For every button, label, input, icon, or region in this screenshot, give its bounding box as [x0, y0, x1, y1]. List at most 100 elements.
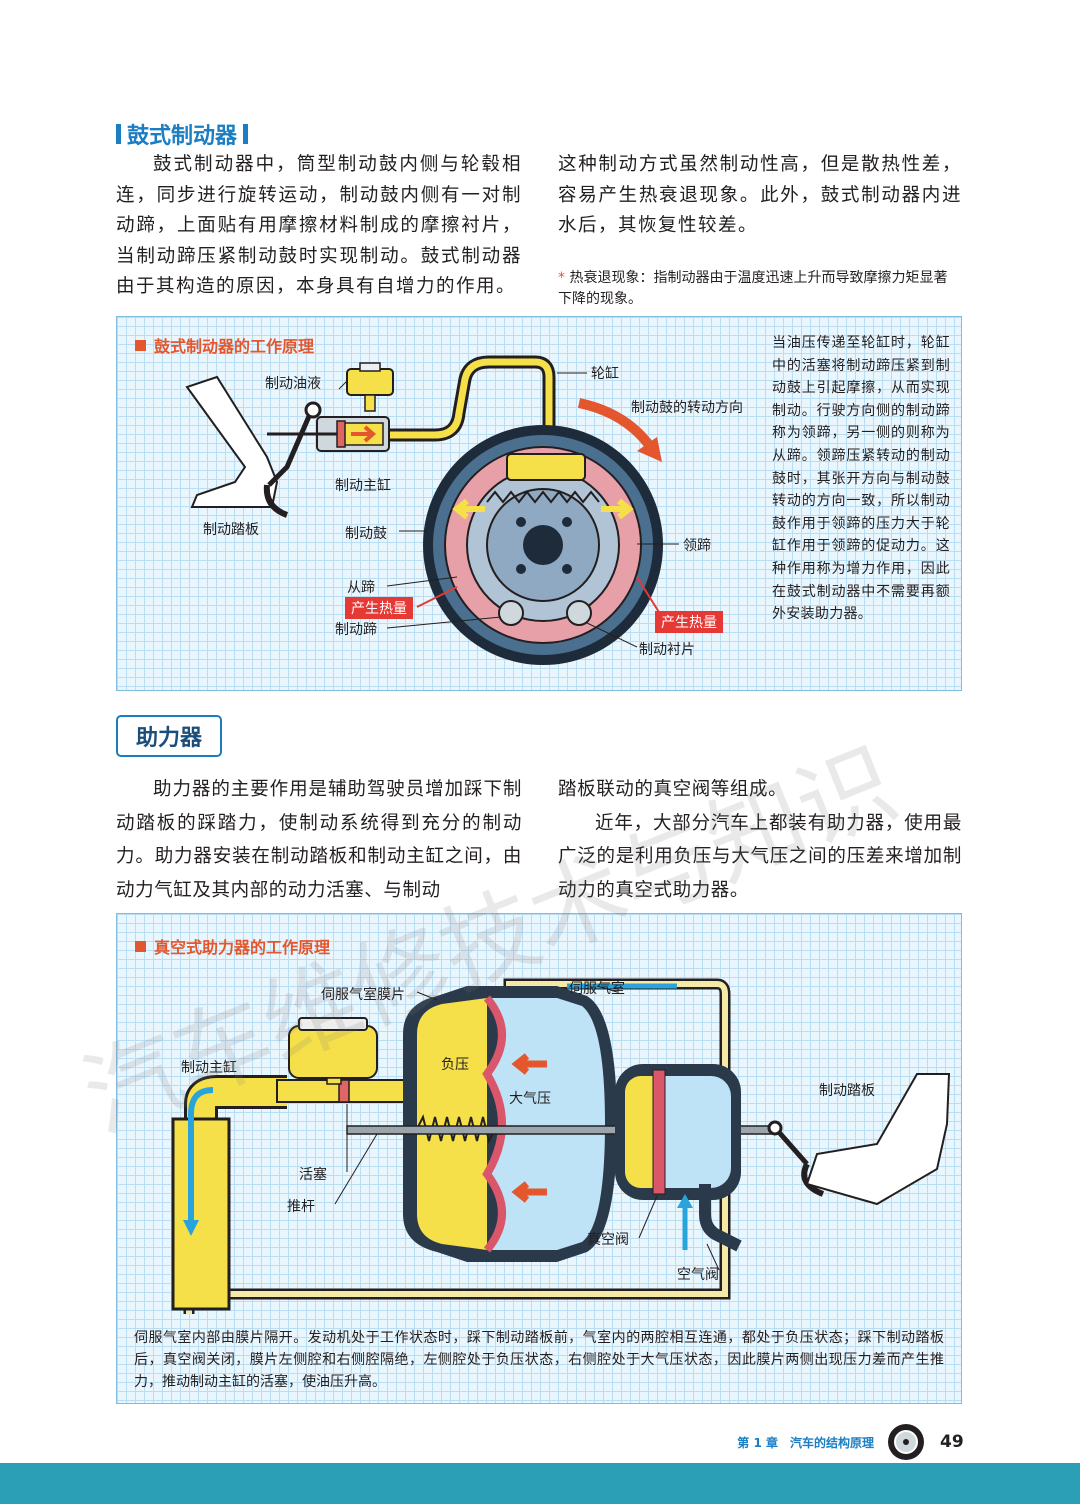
anchor-pin: [498, 600, 524, 626]
booster-paragraph-right-2: 近年，大部分汽车上都装有助力器，使用最广泛的是利用负压与大气压之间的压差来增加制…: [558, 812, 962, 901]
fluid-line: [385, 358, 553, 459]
booster-caption: 伺服气室内部由膜片隔开。发动机处于工作状态时，踩下制动踏板前，气室内的两腔相互连…: [134, 1330, 944, 1390]
reservoir: [288, 1025, 378, 1079]
drum-paragraph-left: 鼓式制动器中，筒型制动鼓内侧与轮毂相连，同步进行旋转运动，制动鼓内侧有一对制动蹄…: [116, 154, 522, 297]
label-servo-chamber: 伺服气室: [569, 981, 625, 997]
drum-figure-title-text: 鼓式制动器的工作原理: [154, 337, 315, 356]
booster-paragraph-left: 助力器的主要作用是辅助驾驶员增加踩下制动踏板的踩踏力，使制动系统得到充分的制动力…: [116, 779, 522, 901]
booster-figure-title: 真空式助力器的工作原理: [135, 934, 330, 958]
pedal-lever: [267, 406, 316, 487]
lug-hole: [562, 517, 572, 527]
air-arrowhead-icon: [677, 1194, 693, 1208]
leader-line: [638, 1195, 658, 1239]
label-piston: 活塞: [299, 1167, 327, 1183]
title-square-icon: [135, 940, 146, 952]
booster-figure: 真空式助力器的工作原理: [116, 913, 962, 1404]
reservoir-cap: [298, 1017, 368, 1031]
bottom-band: [0, 1463, 1080, 1504]
vacuum-booster-illustration: [171, 978, 951, 1314]
note-text: 热衰退现象：指制动器由于温度迅速上升而导致摩擦力矩显著下降的现象。: [558, 270, 948, 307]
force-arrow-lower-icon: [511, 1181, 547, 1203]
page-number: 49: [940, 1432, 964, 1452]
master-piston: [336, 420, 346, 448]
label-atmospheric-pressure: 大气压: [509, 1091, 551, 1107]
hub-center: [523, 525, 563, 565]
expand-arrow-left-icon: [452, 498, 485, 520]
booster-paragraph-right-1: 踏板联动的真空阀等组成。: [558, 779, 788, 800]
leader-line: [706, 1243, 720, 1271]
leader-line: [386, 616, 502, 629]
leader-line: [386, 576, 458, 587]
pedal-pivot: [304, 401, 322, 419]
label-air-valve: 空气阀: [677, 1267, 719, 1283]
label-brake-shoe: 制动蹄: [335, 622, 377, 638]
drum-brake-illustration: [185, 355, 679, 665]
note-star: *: [558, 270, 565, 286]
booster-figure-title-text: 真空式助力器的工作原理: [154, 938, 331, 957]
drum-figure-title: 鼓式制动器的工作原理: [135, 333, 314, 357]
pedal-pad: [801, 1162, 825, 1197]
heat-fade-note: * 热衰退现象：指制动器由于温度迅速上升而导致摩擦力矩显著下降的现象。: [558, 268, 958, 310]
flow-arrow-down-icon: [188, 1087, 214, 1224]
label-brake-pedal: 制动踏板: [203, 522, 259, 538]
lug-hole: [516, 517, 526, 527]
negative-chamber: [417, 998, 487, 1250]
pedal-pivot: [767, 1120, 783, 1136]
label-negative-pressure: 负压: [441, 1057, 469, 1073]
title-bar-right: [243, 124, 249, 144]
leader-line: [416, 991, 438, 1001]
label-vacuum-valve: 真空阀: [587, 1232, 629, 1248]
force-arrow-upper-icon: [511, 1053, 547, 1075]
wheel-cylinder: [506, 453, 586, 481]
booster-paragraph-right: 踏板联动的真空阀等组成。 近年，大部分汽车上都装有助力器，使用最广泛的是利用负压…: [558, 773, 962, 907]
leader-line: [334, 1133, 378, 1205]
master-arrow-icon: [351, 425, 377, 443]
expand-arrow-right-icon: [601, 498, 634, 520]
label-wheel-cylinder: 轮缸: [591, 366, 619, 382]
badge-heat-right: 产生热量: [655, 611, 723, 633]
label-rotation-direction: 制动鼓的转动方向: [631, 400, 743, 416]
drum-section-title-text: 鼓式制动器: [127, 124, 238, 149]
leader-line: [338, 380, 348, 390]
foot-icon: [185, 375, 279, 508]
lug-hole: [562, 564, 572, 574]
title-square-icon: [135, 339, 146, 351]
booster-section-title: 助力器: [116, 715, 222, 757]
master-pipe: [187, 1078, 287, 1124]
title-bar-left: [116, 124, 121, 144]
reservoir-cap: [359, 362, 381, 372]
diaphragm: [482, 995, 506, 1253]
anchor-pin: [566, 600, 592, 626]
tire-icon: [888, 1424, 924, 1460]
rotation-arrowhead-icon: [637, 437, 662, 462]
lug-hole: [516, 564, 526, 574]
label-brake-lining: 制动衬片: [639, 642, 695, 658]
label-master-cylinder: 制动主缸: [335, 478, 391, 494]
reservoir-neck: [326, 1077, 342, 1085]
air-valve-pipe: [699, 1184, 742, 1252]
heat-pointer: [636, 576, 663, 618]
flow-arrowhead-icon: [183, 1220, 199, 1236]
label-brake-pedal: 制动踏板: [819, 1083, 875, 1099]
label-brake-fluid: 制动油液: [265, 376, 321, 392]
pedal-pad: [263, 484, 289, 518]
leader-line: [596, 985, 618, 993]
drum-figure: 鼓式制动器的工作原理: [116, 316, 962, 691]
master-pipe-down: [171, 1117, 231, 1311]
drum-side-explanation: 当油压传递至轮缸时，轮缸中的活塞将制动蹄压紧到制动鼓上引起摩擦，从而实现制动。行…: [772, 335, 950, 623]
drum-section-title: 鼓式制动器: [116, 118, 249, 150]
heat-pointer: [416, 586, 458, 608]
reservoir-neck: [364, 394, 376, 412]
label-push-rod: 推杆: [287, 1199, 315, 1215]
foot-icon: [805, 1073, 951, 1206]
pedal-lever: [775, 1128, 809, 1166]
valve-disc: [652, 1069, 666, 1195]
leader-line: [586, 622, 638, 648]
drum-paragraph-right: 这种制动方式虽然制动性高，但是散热性差，容易产生热衰退现象。此外，鼓式制动器内进…: [558, 154, 962, 236]
label-diaphragm: 伺服气室膜片: [321, 987, 405, 1003]
chapter-footer: 第 1 章 汽车的结构原理: [737, 1436, 874, 1450]
rotation-arrow-icon: [577, 398, 657, 452]
label-brake-drum: 制动鼓: [345, 526, 387, 542]
label-trailing-shoe: 从蹄: [347, 580, 375, 596]
reservoir: [346, 368, 394, 396]
